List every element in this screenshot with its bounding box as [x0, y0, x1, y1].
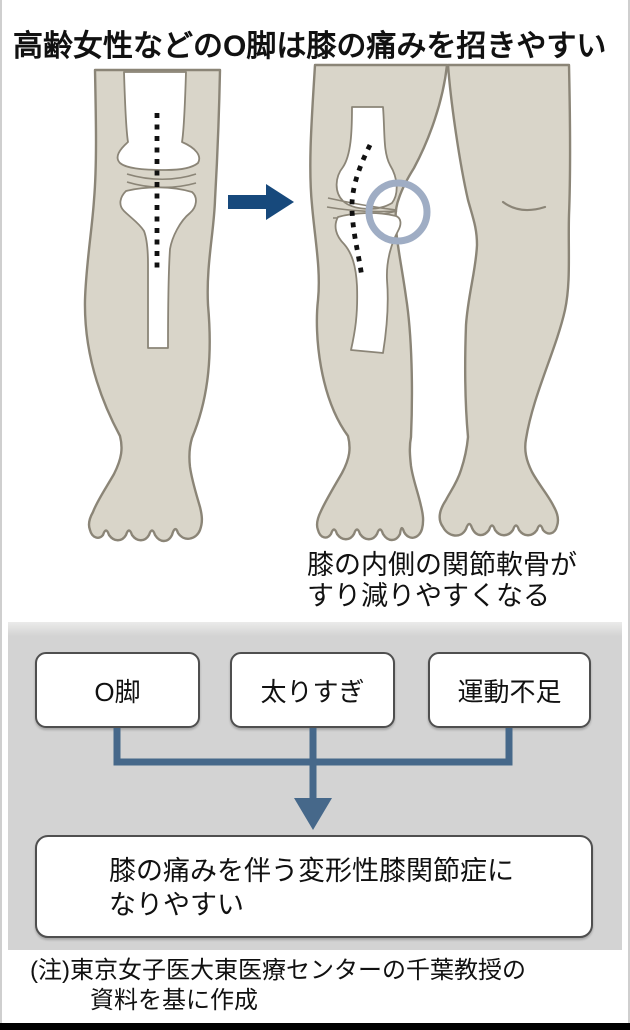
bowed-tibia-bone: [334, 212, 402, 354]
cause-box-o-legs: O脚: [35, 652, 200, 728]
normal-leg-illustration: [83, 68, 222, 543]
knee-joint-line: [126, 173, 197, 180]
left-border: [0, 0, 2, 1030]
curved-axis-dotted-line: [349, 143, 373, 279]
right-arrow-icon: [228, 184, 294, 220]
cause-box-lack-of-exercise: 運動不足: [428, 652, 591, 728]
page-title: 高齢女性などのO脚は膝の痛みを招きやすい: [13, 30, 607, 64]
caption-line-1: 膝の内側の関節軟骨が: [307, 550, 577, 580]
bowed-legs-illustration: [309, 63, 572, 542]
legs-illustration: [83, 63, 572, 543]
knee-cartilage-caption: 膝の内側の関節軟骨が すり減りやすくなる: [307, 550, 577, 612]
source-note: (注)東京女子医大東医療センターの千葉教授の 資料を基に作成: [30, 956, 526, 1016]
connector-lines: [113, 728, 513, 800]
result-box: 膝の痛みを伴う変形性膝関節症に なりやすい: [35, 835, 593, 938]
right-border: [628, 0, 630, 1030]
caption-line-2: すり減りやすくなる: [307, 581, 550, 611]
knee-highlight-circle: [365, 179, 431, 245]
tibia-bone: [119, 186, 197, 349]
cause-box-overweight: 太りすぎ: [230, 652, 395, 728]
knee-crease-line: [501, 200, 547, 212]
result-line-2: なりやすい: [109, 890, 244, 920]
source-note-line-2: 資料を基に作成: [90, 987, 258, 1014]
femur-bone: [116, 71, 201, 171]
source-note-line-1: (注)東京女子医大東医療センターの千葉教授の: [30, 957, 526, 984]
result-line-1: 膝の痛みを伴う変形性膝関節症に: [109, 856, 514, 886]
bottom-border: [0, 1023, 630, 1030]
bowed-right-leg-outline: [438, 63, 572, 537]
flowchart-panel: O脚 太りすぎ 運動不足 膝の痛みを伴う変形性膝関節症に なりやすい: [8, 622, 622, 950]
down-arrow-icon: [294, 798, 332, 830]
